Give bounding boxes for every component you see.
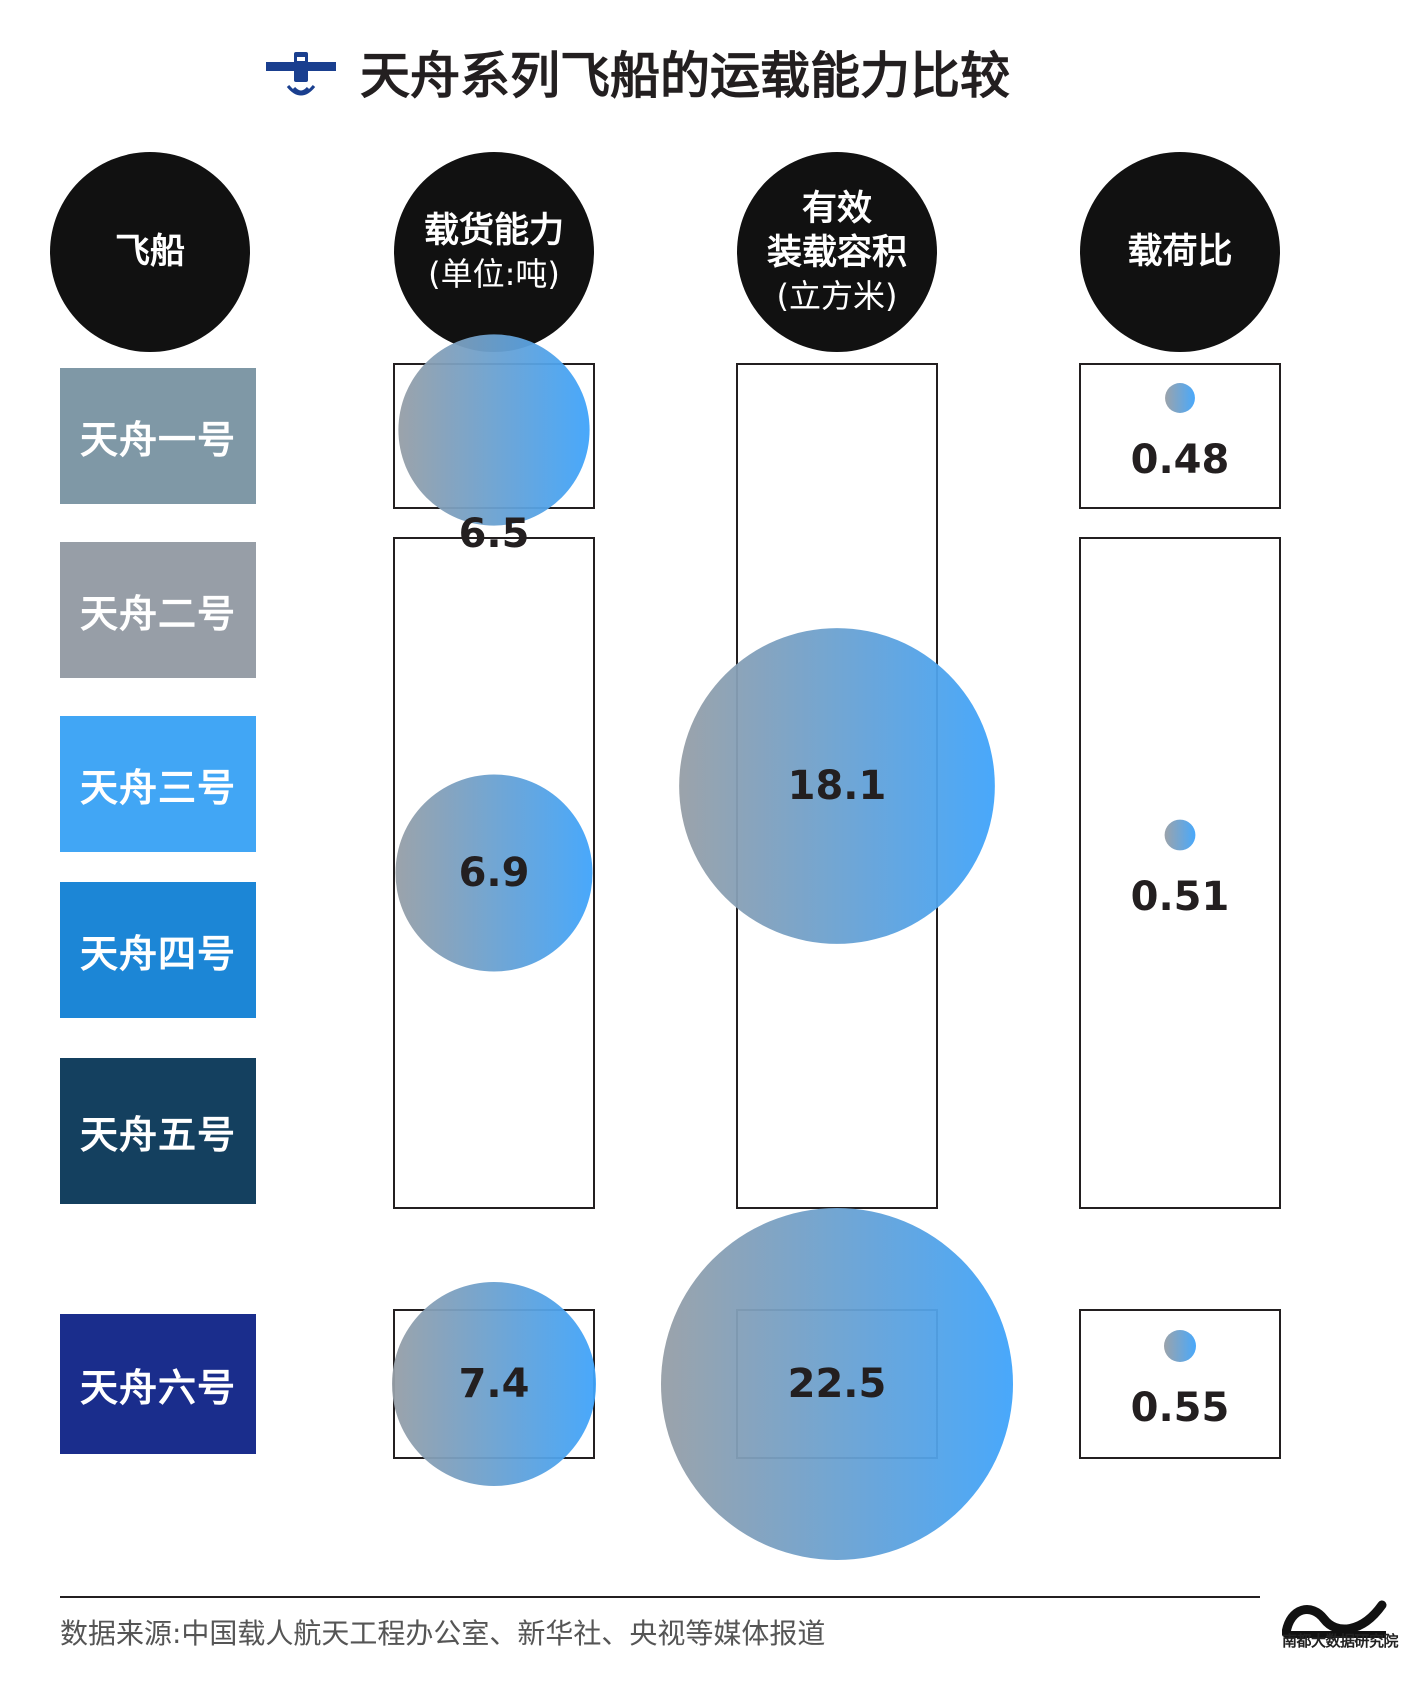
header-cargo-label: 载货能力 — [423, 211, 564, 251]
volume-value-label-2: 22.5 — [788, 1361, 887, 1407]
ship-label-4: 天舟四号 — [60, 882, 256, 1018]
cargo-value-label-1: 6.5 — [459, 511, 530, 557]
ratio-group-box-2 — [1079, 537, 1281, 1209]
ratio-bubble-2 — [1164, 819, 1196, 851]
ratio-group-box-3 — [1079, 1309, 1281, 1459]
satellite-icon — [266, 52, 336, 96]
header-volume-label-2: 装载容积 — [766, 233, 907, 273]
header-volume-unit: (立方米) — [776, 277, 898, 315]
ratio-value-label-2: 0.51 — [1131, 874, 1230, 920]
ship-label-2: 天舟二号 — [60, 542, 256, 678]
header-ship: 飞船 — [50, 152, 250, 352]
ratio-bubble-1 — [1165, 383, 1195, 413]
ship-label-6: 天舟六号 — [60, 1314, 256, 1454]
cargo-bubble-1 — [398, 334, 590, 526]
cargo-value-label-3: 7.4 — [459, 1361, 530, 1407]
cargo-value-label-2: 6.9 — [459, 850, 530, 896]
chart-title: 天舟系列飞船的运载能力比较 — [360, 47, 1010, 105]
ship-label-1: 天舟一号 — [60, 368, 256, 504]
brand-logo-icon — [1282, 1600, 1387, 1638]
cargo-group-box-2 — [393, 537, 595, 1209]
ratio-value-label-1: 0.48 — [1131, 437, 1230, 483]
ratio-value-label-3: 0.55 — [1131, 1385, 1230, 1431]
ship-label-5: 天舟五号 — [60, 1058, 256, 1204]
header-volume: 有效 装载容积 (立方米) — [737, 152, 937, 352]
header-ship-label: 飞船 — [114, 232, 185, 272]
header-cargo: 载货能力 (单位:吨) — [394, 152, 594, 352]
data-source: 数据来源:中国载人航天工程办公室、新华社、央视等媒体报道 — [60, 1617, 826, 1650]
header-ratio: 载荷比 — [1080, 152, 1280, 352]
cargo-bubble-2 — [395, 774, 593, 972]
header-cargo-unit: (单位:吨) — [428, 255, 560, 293]
header-ratio-label: 载荷比 — [1127, 232, 1233, 272]
ratio-bubble-3 — [1164, 1330, 1196, 1362]
footer-divider — [60, 1596, 1260, 1598]
ship-label-3: 天舟三号 — [60, 716, 256, 852]
brand-name: 南都大数据研究院 — [1282, 1632, 1399, 1650]
header-volume-label-1: 有效 — [801, 189, 872, 229]
cargo-bubble-3 — [392, 1282, 596, 1486]
volume-bubble-1 — [679, 628, 995, 944]
ratio-group-box-1 — [1079, 363, 1281, 509]
volume-bubble-2 — [661, 1208, 1013, 1560]
volume-value-label-1: 18.1 — [788, 763, 887, 809]
